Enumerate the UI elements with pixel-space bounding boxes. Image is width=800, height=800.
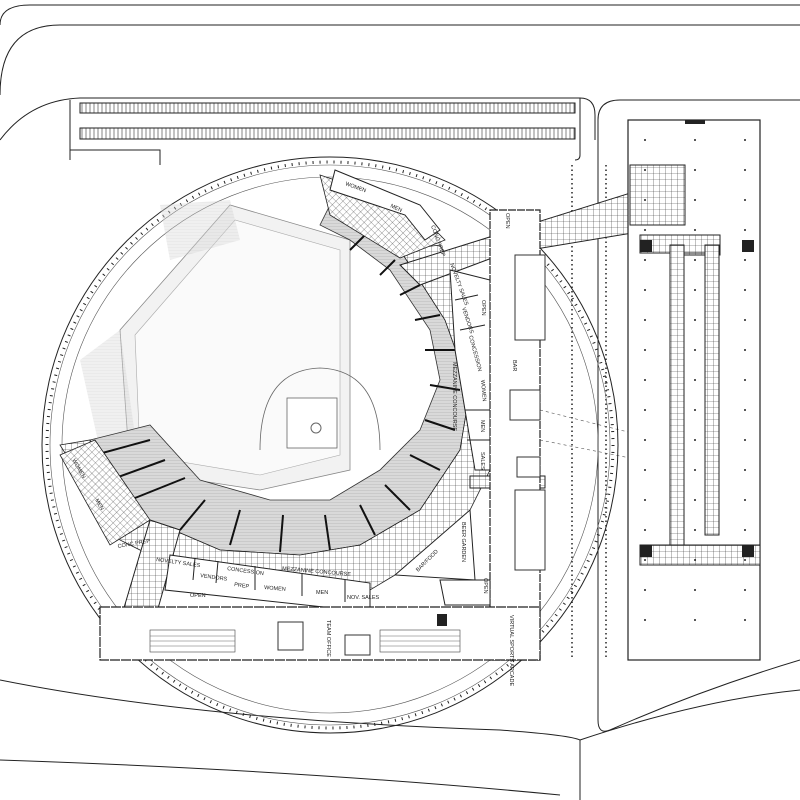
garage-column: [694, 379, 696, 381]
garage-column: [694, 139, 696, 141]
garage-column: [694, 409, 696, 411]
garage-column: [644, 469, 646, 471]
label-vendors: VENDORS: [200, 573, 228, 583]
garage-column: [744, 379, 746, 381]
ball-field: [80, 200, 381, 491]
garage-column: [744, 349, 746, 351]
dotted-walkway: [539, 165, 641, 660]
garage-column: [644, 199, 646, 201]
label-sales-right: SALES: [479, 452, 485, 470]
garage-column: [694, 169, 696, 171]
label-prep: PREP: [234, 582, 250, 590]
bottom-building: [99, 606, 541, 661]
garage-column: [694, 289, 696, 291]
label-men-top: MEN: [389, 203, 403, 214]
garage-column: [644, 529, 646, 531]
garage-column: [644, 589, 646, 591]
label-nov-sales: NOV. SALES: [347, 595, 380, 601]
garage-column: [644, 169, 646, 171]
garage-column: [744, 529, 746, 531]
garage-column: [744, 229, 746, 231]
roads: [0, 4, 800, 800]
label-men-left: MEN: [93, 498, 104, 512]
label-conc-prep-left: CONC PREP: [117, 538, 151, 550]
garage-column: [744, 439, 746, 441]
garage-column: [694, 529, 696, 531]
garage-column: [644, 499, 646, 501]
label-women-bottom: WOMEN: [264, 585, 286, 593]
label-open-upper: OPEN: [480, 300, 486, 316]
service-rooms: [164, 169, 491, 613]
garage-column: [644, 559, 646, 561]
garage-column: [644, 409, 646, 411]
garage-column: [694, 349, 696, 351]
garage-column: [744, 259, 746, 261]
label-men-bottom: MEN: [316, 590, 328, 596]
garage-column: [694, 229, 696, 231]
stadium-outer-ring: [41, 156, 619, 734]
garage-column: [744, 199, 746, 201]
label-women-right: WOMEN: [479, 380, 487, 402]
label-concession: CONCESSION: [227, 566, 264, 577]
label-virtual-sports-arcade: VIRTUAL SPORTS ARCADE: [508, 615, 514, 686]
label-bar: BAR: [511, 360, 517, 371]
garage-column: [694, 259, 696, 261]
garage-column: [694, 319, 696, 321]
garage-column: [744, 169, 746, 171]
garage-column: [644, 289, 646, 291]
garage-column: [644, 259, 646, 261]
garage-column: [694, 499, 696, 501]
garage-column: [644, 139, 646, 141]
garage-column: [744, 319, 746, 321]
garage-column: [744, 409, 746, 411]
garage-column: [694, 439, 696, 441]
garage-column: [644, 439, 646, 441]
label-men-right: MEN: [479, 420, 485, 432]
garage-column: [644, 229, 646, 231]
parking-garage: [627, 119, 761, 661]
garage-column: [744, 619, 746, 621]
garage-column: [644, 349, 646, 351]
label-open-top: OPEN: [504, 213, 510, 229]
garage-column: [744, 469, 746, 471]
garage-column: [744, 139, 746, 141]
garage-column: [694, 199, 696, 201]
label-team-office: TEAM OFFICE: [325, 620, 331, 657]
stadium-annex: [439, 209, 546, 661]
garage-column: [694, 559, 696, 561]
garage-column: [644, 619, 646, 621]
garage-column: [744, 559, 746, 561]
garage-column: [744, 589, 746, 591]
garage-column: [644, 319, 646, 321]
label-mezzanine-concourse-right: MEZZANINE CONCOURSE: [451, 362, 457, 431]
garage-column: [694, 619, 696, 621]
garage-column: [644, 379, 646, 381]
garage-column: [694, 589, 696, 591]
label-open-right: OPEN: [482, 578, 488, 594]
garage-column: [744, 499, 746, 501]
garage-column: [694, 469, 696, 471]
label-beer-garden: BEER GARDEN: [460, 522, 466, 562]
garage-columns: [644, 139, 746, 621]
parking-rows: [79, 102, 576, 140]
label-open-bottom: OPEN: [190, 593, 206, 599]
garage-column: [744, 289, 746, 291]
